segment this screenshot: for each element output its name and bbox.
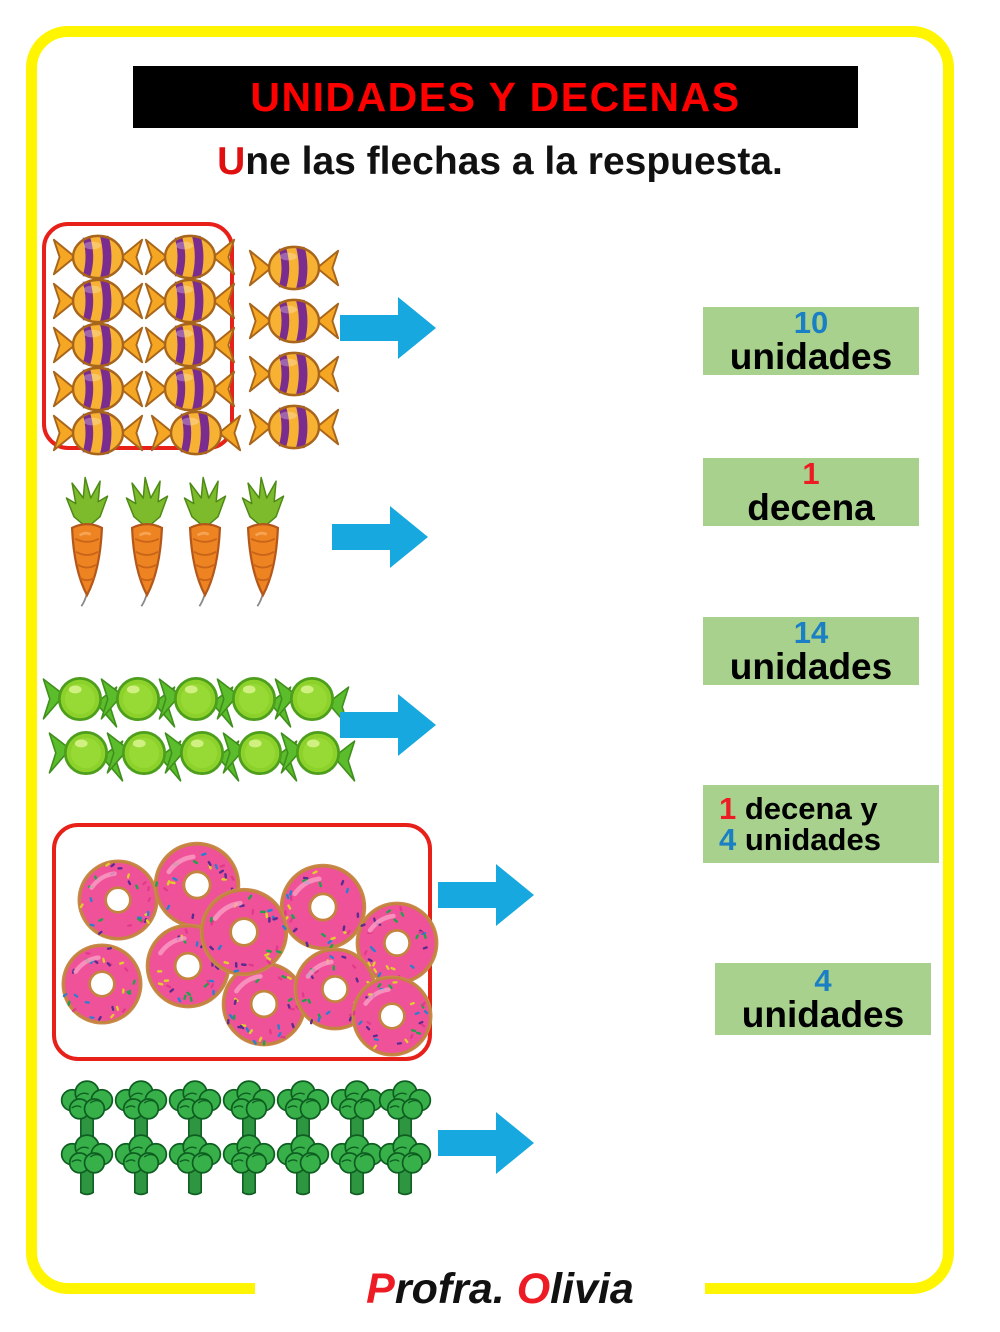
candy-icon [148,408,244,458]
answer-option-2[interactable]: 1 decena [703,458,919,526]
arrow-row-2 [332,506,428,568]
instruction-rest: ne las flechas a la respuesta. [245,140,783,183]
candy-icon [142,276,238,326]
answer-option-3[interactable]: 14 unidades [703,617,919,685]
footer-rest-1: rofra. [395,1265,517,1313]
candy-icon-loose [246,296,342,346]
arrow-row-1 [340,297,436,359]
answer-3-label: unidades [730,648,892,685]
broccoli-icon [56,1132,118,1200]
answer-4-units-number: 4 [719,822,736,857]
footer-rest-2: livia [550,1265,634,1313]
answer-5-label: unidades [742,996,904,1033]
page-title: UNIDADES Y DECENAS [250,74,740,121]
answer-option-4[interactable]: 1 decena y 4 unidades [703,785,939,863]
donut-icon [348,972,436,1060]
candy-icon [142,320,238,370]
broccoli-icon [110,1132,172,1200]
candy-icon-loose [246,349,342,399]
carrot-icon [58,470,116,610]
candy-icon [50,408,146,458]
answer-5-number: 4 [814,965,831,996]
candy-icon [50,276,146,326]
answer-2-label: decena [747,489,875,526]
answer-4-tens-label: decena y [745,791,878,826]
answer-option-1[interactable]: 10 unidades [703,307,919,375]
broccoli-icon [374,1132,436,1200]
candy-icon [142,232,238,282]
title-banner: UNIDADES Y DECENAS [133,66,858,128]
candy-icon [50,232,146,282]
broccoli-icon [164,1132,226,1200]
arrow-row-5 [438,1112,534,1174]
footer-lead-o: O [517,1265,550,1313]
answer-4-units-label: unidades [745,822,881,857]
answer-2-number: 1 [802,458,819,489]
candy-icon [50,364,146,414]
answer-4-line-2: 4 unidades [719,824,881,855]
candy-icon-loose [246,243,342,293]
carrot-icon [118,470,176,610]
donut-icon [58,940,146,1028]
arrow-row-4 [438,864,534,926]
answer-1-number: 10 [794,307,828,338]
answer-4-line-1: 1 decena y [719,793,878,824]
footer-credit: Profra. Olivia [0,1265,1000,1314]
answer-4-tens-number: 1 [719,791,736,826]
candy-icon [142,364,238,414]
donut-icon [196,884,292,980]
footer-lead-p: P [366,1265,395,1313]
carrot-icon [176,470,234,610]
carrot-icon [234,470,292,610]
candy-icon-loose [246,402,342,452]
answer-1-label: unidades [730,338,892,375]
answer-option-5[interactable]: 4 unidades [715,963,931,1035]
broccoli-icon [272,1132,334,1200]
candy-icon [50,320,146,370]
broccoli-icon [218,1132,280,1200]
instruction-lead-letter: U [217,140,245,183]
answer-3-number: 14 [794,617,828,648]
instruction-text: Une las flechas a la respuesta. [0,140,1000,184]
arrow-row-3 [340,694,436,756]
